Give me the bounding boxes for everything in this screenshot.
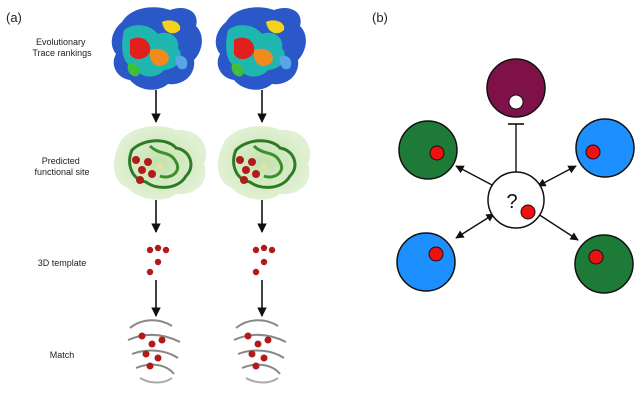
predicted-site-right xyxy=(217,126,311,200)
step-label-3d-template: 3D template xyxy=(38,258,87,268)
match-left xyxy=(127,319,181,384)
template-left xyxy=(146,244,170,276)
node-green-bottomright xyxy=(574,234,634,294)
template-right xyxy=(252,244,276,276)
question-mark: ? xyxy=(506,191,517,213)
panel-b-label: (b) xyxy=(372,10,388,25)
arrow-to-green-bottomright xyxy=(537,213,579,241)
node-purple-top xyxy=(486,58,546,118)
arrow-to-blue-bottomleft xyxy=(455,213,495,239)
panel-a-label: (a) xyxy=(6,10,22,25)
surface-rendering-left xyxy=(111,7,202,90)
surface-rendering-right xyxy=(215,7,306,90)
step-label-match: Match xyxy=(50,350,75,360)
step-label-evolutionary-trace: Evolutionary Trace rankings xyxy=(32,37,92,58)
arrow-to-green-topleft xyxy=(455,165,495,187)
arrow-to-blue-topright xyxy=(537,165,577,187)
step-label-predicted-site: Predicted functional site xyxy=(34,156,89,177)
predicted-site-left xyxy=(113,126,207,200)
node-blue-bottomleft xyxy=(396,232,456,292)
node-blue-topright xyxy=(575,118,635,178)
node-center-query: ? xyxy=(487,171,545,229)
node-green-topleft xyxy=(398,120,458,180)
match-right xyxy=(233,319,287,384)
